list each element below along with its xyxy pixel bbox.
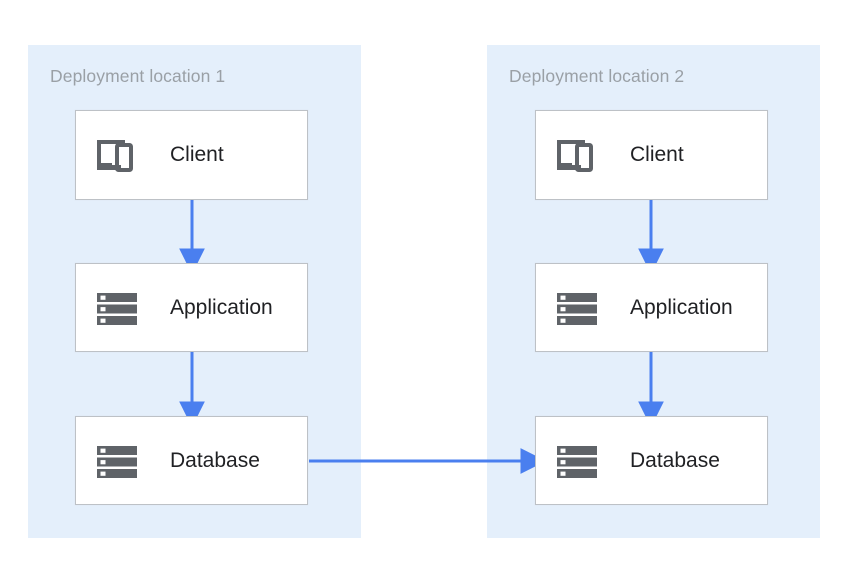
server-icon	[94, 438, 140, 484]
node-application-2-label: Application	[630, 295, 733, 319]
devices-icon	[94, 132, 140, 178]
server-icon	[554, 438, 600, 484]
zone-1-label: Deployment location 1	[50, 66, 226, 86]
node-application-2[interactable]: Application	[535, 263, 768, 352]
node-database-2[interactable]: Database	[535, 416, 768, 505]
node-client-1-label: Client	[170, 143, 224, 166]
devices-icon	[554, 132, 600, 178]
node-client-2[interactable]: Client	[535, 110, 768, 200]
node-application-1-label: Application	[170, 295, 273, 319]
node-database-1-label: Database	[170, 448, 260, 472]
server-icon	[94, 285, 140, 331]
node-database-1[interactable]: Database	[75, 416, 308, 505]
zone-2-label: Deployment location 2	[509, 66, 685, 86]
server-icon	[554, 285, 600, 331]
node-client-1[interactable]: Client	[75, 110, 308, 200]
node-client-2-label: Client	[630, 143, 684, 166]
node-database-2-label: Database	[630, 448, 720, 472]
node-application-1[interactable]: Application	[75, 263, 308, 352]
